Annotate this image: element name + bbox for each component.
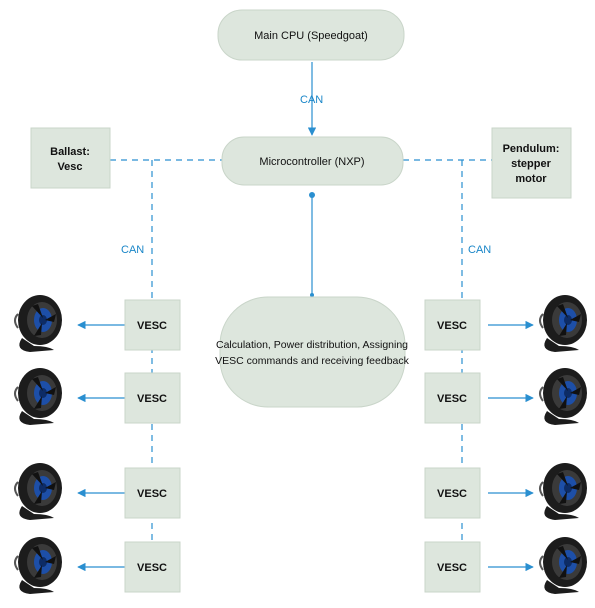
pendulum-label-line3: motor <box>515 173 547 185</box>
vesc-right-1-label: VESC <box>437 320 467 332</box>
ballast-node: Ballast: Vesc <box>30 127 111 189</box>
can-label-right: CAN <box>468 244 491 256</box>
pendulum-label-line1: Pendulum: <box>503 143 560 155</box>
calc-junction-dot <box>310 293 314 297</box>
thruster-icon <box>539 462 588 521</box>
vesc-left-4-label: VESC <box>137 562 167 574</box>
thruster-icon <box>14 536 63 595</box>
thrusters-left <box>14 294 63 595</box>
vesc-right-column: VESC VESC VESC VESC <box>424 299 481 593</box>
thrusters-right <box>539 294 588 595</box>
vesc-right-4: VESC <box>424 541 481 593</box>
microcontroller-node: Microcontroller (NXP) <box>221 136 404 186</box>
vesc-left-2-label: VESC <box>137 393 167 405</box>
can-bus-lines <box>110 159 492 565</box>
main-cpu-node: Main CPU (Speedgoat) <box>217 9 405 61</box>
thruster-icon <box>14 462 63 521</box>
calculation-node: Calculation, Power distribution, Assigni… <box>215 296 410 408</box>
vesc-left-3-label: VESC <box>137 488 167 500</box>
calculation-label-line1: Calculation, Power distribution, Assigni… <box>216 339 408 351</box>
vesc-left-3: VESC <box>124 467 181 519</box>
vesc-left-column: VESC VESC VESC VESC <box>124 299 181 593</box>
ballast-label-line1: Ballast: <box>50 146 90 158</box>
mcu-junction-dot <box>309 192 315 198</box>
can-label-left: CAN <box>121 244 144 256</box>
ballast-label-line2: Vesc <box>57 161 82 173</box>
thruster-icon <box>14 294 63 353</box>
calculation-label-line2: VESC commands and receiving feedback <box>215 355 410 367</box>
thruster-icon <box>539 367 588 426</box>
vesc-right-3-label: VESC <box>437 488 467 500</box>
vesc-right-2-label: VESC <box>437 393 467 405</box>
vesc-left-2: VESC <box>124 372 181 424</box>
vesc-left-1-label: VESC <box>137 320 167 332</box>
connectors <box>77 62 534 572</box>
vesc-right-2: VESC <box>424 372 481 424</box>
vesc-right-1: VESC <box>424 299 481 351</box>
vesc-right-4-label: VESC <box>437 562 467 574</box>
microcontroller-label: Microcontroller (NXP) <box>259 156 364 168</box>
main-cpu-label: Main CPU (Speedgoat) <box>254 30 368 42</box>
pendulum-node: Pendulum: stepper motor <box>491 127 572 199</box>
pendulum-label-line2: stepper <box>511 158 551 170</box>
vesc-left-1: VESC <box>124 299 181 351</box>
can-label-top: CAN <box>300 94 323 106</box>
vesc-left-4: VESC <box>124 541 181 593</box>
vesc-right-3: VESC <box>424 467 481 519</box>
thruster-icon <box>14 367 63 426</box>
thruster-icon <box>539 536 588 595</box>
thruster-icon <box>539 294 588 353</box>
